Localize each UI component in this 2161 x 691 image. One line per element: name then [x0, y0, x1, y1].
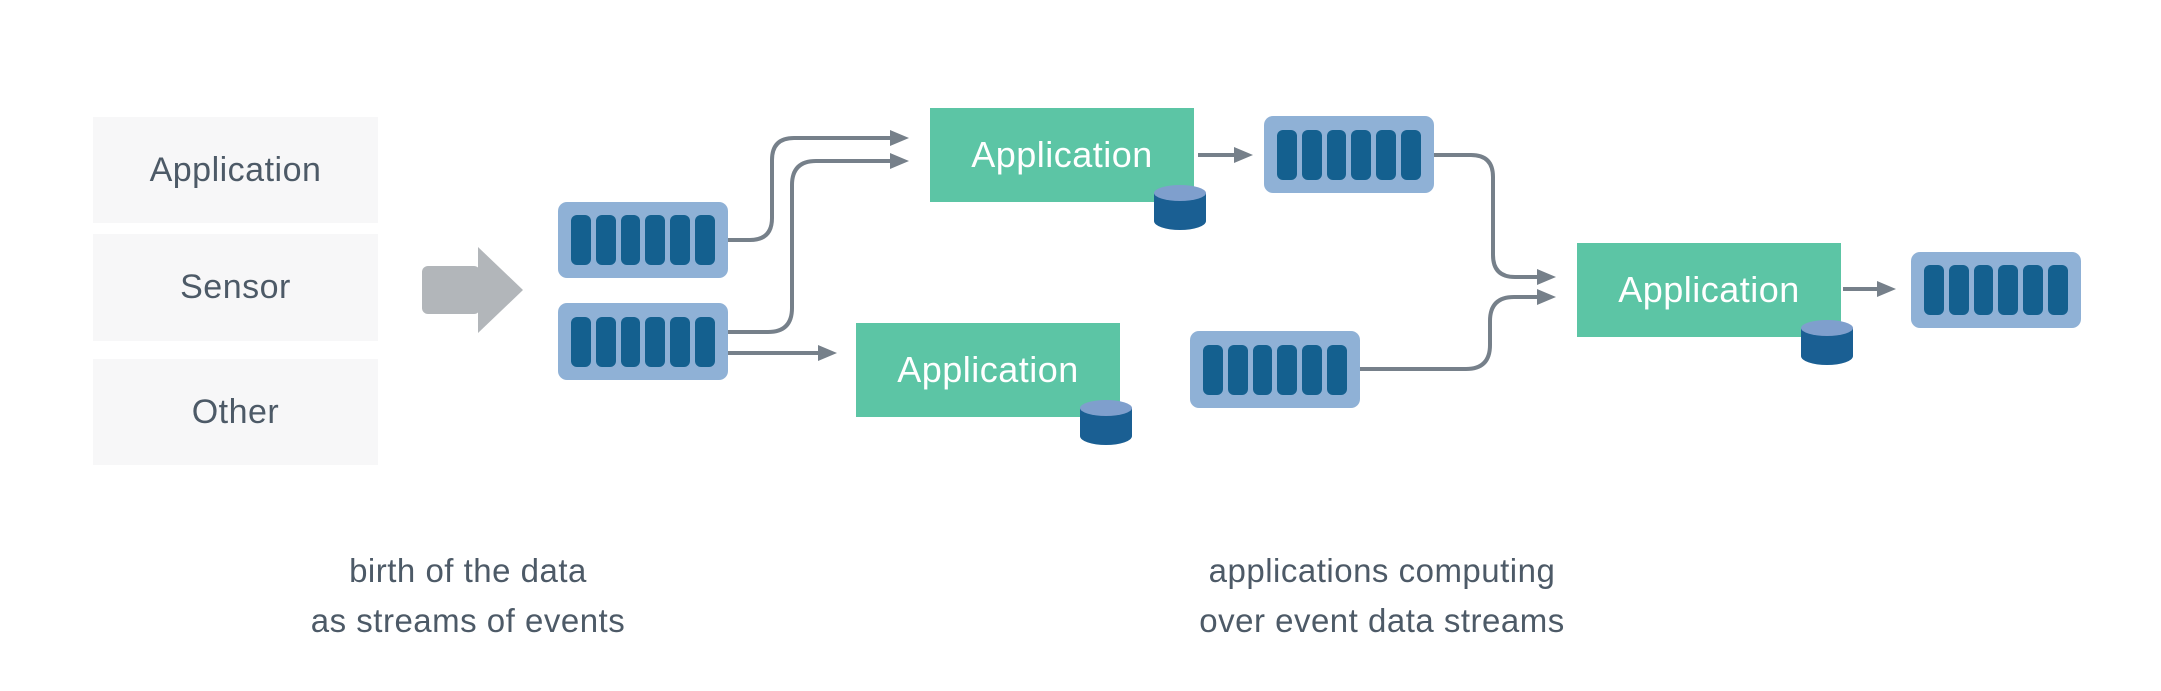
stream-segment	[670, 316, 691, 367]
stream-segment	[695, 316, 715, 367]
stream-segment	[1203, 344, 1223, 395]
caption-left-line1: birth of the data	[349, 552, 587, 589]
stream-segment	[1351, 129, 1372, 180]
stream-segment	[1998, 265, 2019, 315]
stream-segment	[1376, 129, 1397, 180]
stream-segment	[595, 316, 616, 367]
stream-segment	[1277, 344, 1298, 395]
stream-segment	[2048, 265, 2068, 315]
stream-segment	[1973, 265, 1994, 315]
event-stream-icon	[558, 202, 728, 278]
stream-segment	[620, 316, 641, 367]
database-cylinder-icon	[1080, 400, 1132, 445]
stream-segment	[670, 215, 691, 265]
stream-segment	[695, 215, 715, 265]
source-box-application: Application	[93, 117, 378, 223]
ingest-arrow-icon	[422, 247, 523, 333]
stream-segment	[1924, 265, 1944, 315]
stream-segment	[1327, 344, 1347, 395]
stream-segment	[595, 215, 616, 265]
application-node: Application	[856, 323, 1132, 445]
stream-segment	[1277, 129, 1297, 180]
source-label: Sensor	[180, 268, 291, 306]
database-cylinder-icon	[1154, 185, 1206, 230]
stream-segment	[645, 316, 666, 367]
event-stream-icon	[558, 303, 728, 380]
application-node: Application	[1577, 243, 1853, 365]
stream-segment	[2023, 265, 2044, 315]
caption-right: applications computing over event data s…	[1122, 546, 1642, 646]
caption-right-line1: applications computing	[1208, 552, 1556, 589]
event-stream-icon	[1911, 252, 2081, 328]
stream-segment	[1326, 129, 1347, 180]
stream-segment	[1227, 344, 1248, 395]
stream-segment	[571, 316, 591, 367]
database-cylinder-icon	[1801, 320, 1853, 365]
event-stream-icon	[1264, 116, 1434, 193]
application-label: Application	[971, 134, 1153, 175]
stream-segment	[620, 215, 641, 265]
event-stream-icon	[1190, 331, 1360, 408]
application-node: Application	[930, 108, 1206, 230]
stream-segment	[1301, 129, 1322, 180]
stream-segment	[1948, 265, 1969, 315]
stream-segment	[645, 215, 666, 265]
caption-left: birth of the data as streams of events	[208, 546, 728, 646]
stream-segment	[1401, 129, 1421, 180]
source-box-sensor: Sensor	[93, 234, 378, 341]
stream-segment	[571, 215, 591, 265]
source-label: Application	[149, 150, 322, 189]
application-label: Application	[1618, 269, 1800, 310]
caption-left-line2: as streams of events	[310, 602, 626, 639]
source-label: Other	[191, 392, 280, 431]
stream-segment	[1302, 344, 1323, 395]
stream-segment	[1252, 344, 1273, 395]
application-label: Application	[897, 349, 1079, 390]
caption-right-line2: over event data streams	[1199, 602, 1565, 639]
source-box-other: Other	[93, 359, 378, 465]
